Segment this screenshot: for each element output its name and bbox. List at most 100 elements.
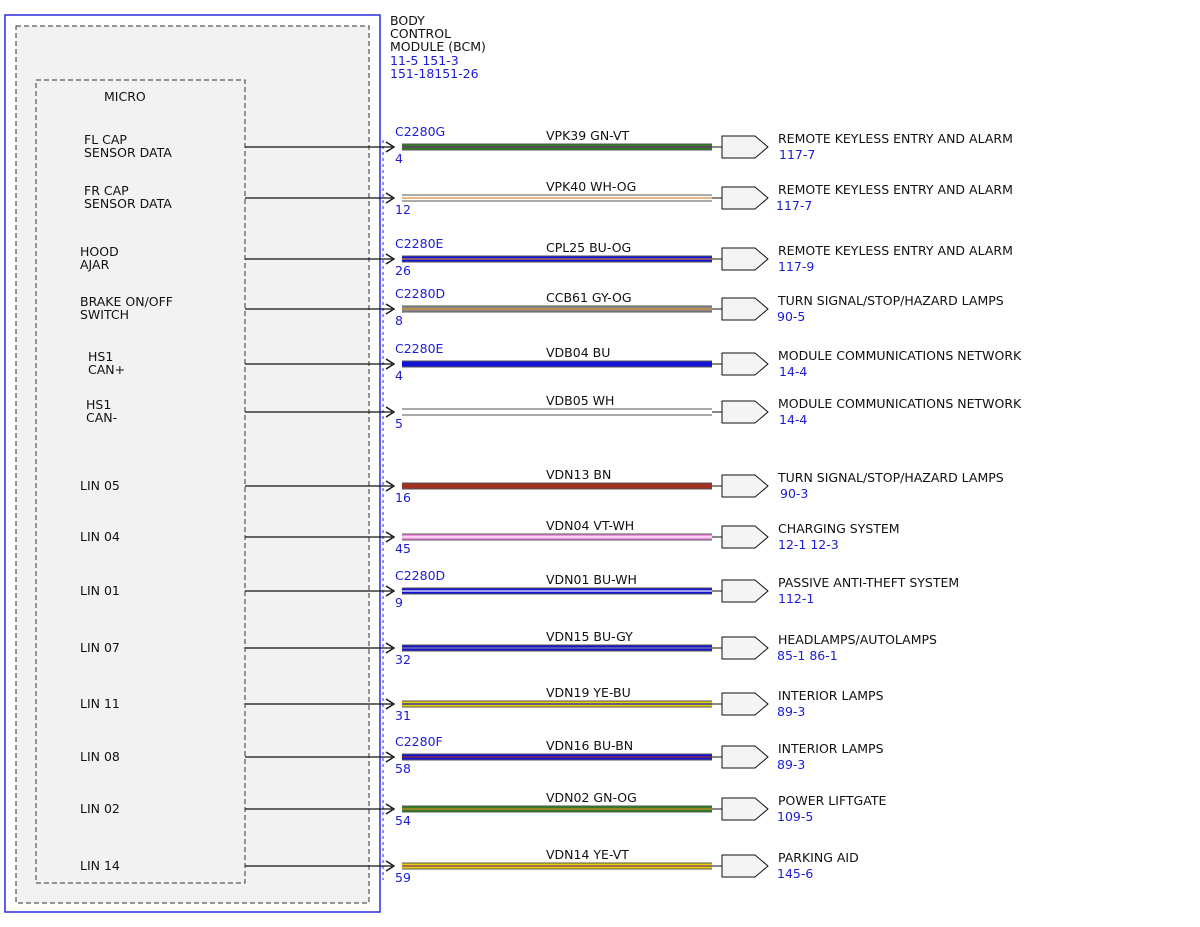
pin-function-label: SWITCH xyxy=(80,307,129,322)
wire-stripe xyxy=(402,590,712,592)
pin-arrow xyxy=(385,642,396,654)
connector-id: C2280G xyxy=(395,124,445,139)
module-border xyxy=(4,14,381,913)
wire-stripe xyxy=(402,197,712,199)
pin-arrow xyxy=(385,531,396,543)
destination-label: HEADLAMPS/AUTOLAMPS xyxy=(778,632,937,647)
pin-function-label: FL CAP xyxy=(84,132,127,147)
pin-number: 5 xyxy=(395,416,403,431)
pin-arrow xyxy=(385,192,396,204)
destination-arrow xyxy=(712,186,769,210)
pin-function-label: BRAKE ON/OFF xyxy=(80,294,173,309)
pin-number: 54 xyxy=(395,813,411,828)
pin-arrow xyxy=(385,141,396,153)
destination-arrow xyxy=(712,579,769,603)
pin-function-label: CAN+ xyxy=(88,362,125,377)
pin-function-label: FR CAP xyxy=(84,183,129,198)
destination-label: POWER LIFTGATE xyxy=(778,793,886,808)
pin-number: 26 xyxy=(395,263,411,278)
module-title-line: MODULE (BCM) xyxy=(390,39,486,54)
destination-ref: 85-1 86-1 xyxy=(777,648,838,663)
destination-arrow xyxy=(712,135,769,159)
wire-stripe xyxy=(402,808,712,810)
destination-ref: 90-5 xyxy=(777,309,805,324)
module-title-line: CONTROL xyxy=(390,26,451,41)
pin-function-label: LIN 04 xyxy=(80,529,120,544)
pin-arrow xyxy=(385,751,396,763)
destination-label: TURN SIGNAL/STOP/HAZARD LAMPS xyxy=(777,293,1004,308)
destination-ref: 89-3 xyxy=(777,704,805,719)
pin-number: 58 xyxy=(395,761,411,776)
circuit-label: VDB05 WH xyxy=(546,393,614,408)
pin-number: 8 xyxy=(395,313,403,328)
pin-function-label: AJAR xyxy=(80,257,110,272)
pin-function-label: SENSOR DATA xyxy=(84,145,172,160)
destination-ref: 12-1 12-3 xyxy=(778,537,839,552)
pin-function-label: LIN 02 xyxy=(80,801,120,816)
destination-arrow xyxy=(712,474,769,498)
destination-label: PARKING AID xyxy=(778,850,859,865)
circuit-label: CCB61 GY-OG xyxy=(546,290,632,305)
destination-arrow xyxy=(712,797,769,821)
destination-ref: 14-4 xyxy=(779,412,807,427)
destination-ref: 117-7 xyxy=(776,198,812,213)
destination-label: PASSIVE ANTI-THEFT SYSTEM xyxy=(778,575,959,590)
destination-label: CHARGING SYSTEM xyxy=(778,521,900,536)
destination-label: INTERIOR LAMPS xyxy=(778,741,884,756)
connector-id: C2280E xyxy=(395,341,444,356)
destination-label: MODULE COMMUNICATIONS NETWORK xyxy=(778,348,1022,363)
pin-number: 4 xyxy=(395,368,403,383)
connector-id: C2280F xyxy=(395,734,443,749)
destination-label: MODULE COMMUNICATIONS NETWORK xyxy=(778,396,1022,411)
wire-stripe xyxy=(402,258,712,260)
circuit-label: CPL25 BU-OG xyxy=(546,240,631,255)
connector-id: C2280D xyxy=(395,286,445,301)
pin-function-label: SENSOR DATA xyxy=(84,196,172,211)
destination-ref: 90-3 xyxy=(780,486,808,501)
pin-function-label: CAN- xyxy=(86,410,117,425)
destination-label: TURN SIGNAL/STOP/HAZARD LAMPS xyxy=(777,470,1004,485)
pin-arrow xyxy=(385,406,396,418)
wire-primary xyxy=(402,361,712,367)
destination-arrow xyxy=(712,247,769,271)
pin-arrow xyxy=(385,803,396,815)
pin-arrow xyxy=(385,860,396,872)
pin-arrow xyxy=(385,480,396,492)
circuit-label: VDN16 BU-BN xyxy=(546,738,633,753)
circuit-label: VDN13 BN xyxy=(546,467,611,482)
micro-label: MICRO xyxy=(104,89,146,104)
destination-arrow xyxy=(712,636,769,660)
circuit-label: VPK39 GN-VT xyxy=(546,128,630,143)
pin-function-label: LIN 05 xyxy=(80,478,120,493)
pin-function-label: LIN 01 xyxy=(80,583,120,598)
pin-function-label: HOOD xyxy=(80,244,119,259)
wire-stripe xyxy=(402,703,712,705)
circuit-label: VDN01 BU-WH xyxy=(546,572,637,587)
module-ref-line: 11-5 151-3 xyxy=(390,53,459,68)
circuit-label: VDN15 BU-GY xyxy=(546,629,633,644)
destination-ref: 109-5 xyxy=(777,809,813,824)
pin-number: 4 xyxy=(395,151,403,166)
wire-stripe xyxy=(402,865,712,867)
pin-arrow xyxy=(385,585,396,597)
pin-function-label: LIN 07 xyxy=(80,640,120,655)
circuit-label: VDN19 YE-BU xyxy=(546,685,631,700)
wire-primary xyxy=(402,409,712,415)
destination-arrow xyxy=(712,400,769,424)
destination-arrow xyxy=(712,745,769,769)
wire-stripe xyxy=(402,308,712,310)
destination-ref: 89-3 xyxy=(777,757,805,772)
pin-function-label: HS1 xyxy=(86,397,111,412)
